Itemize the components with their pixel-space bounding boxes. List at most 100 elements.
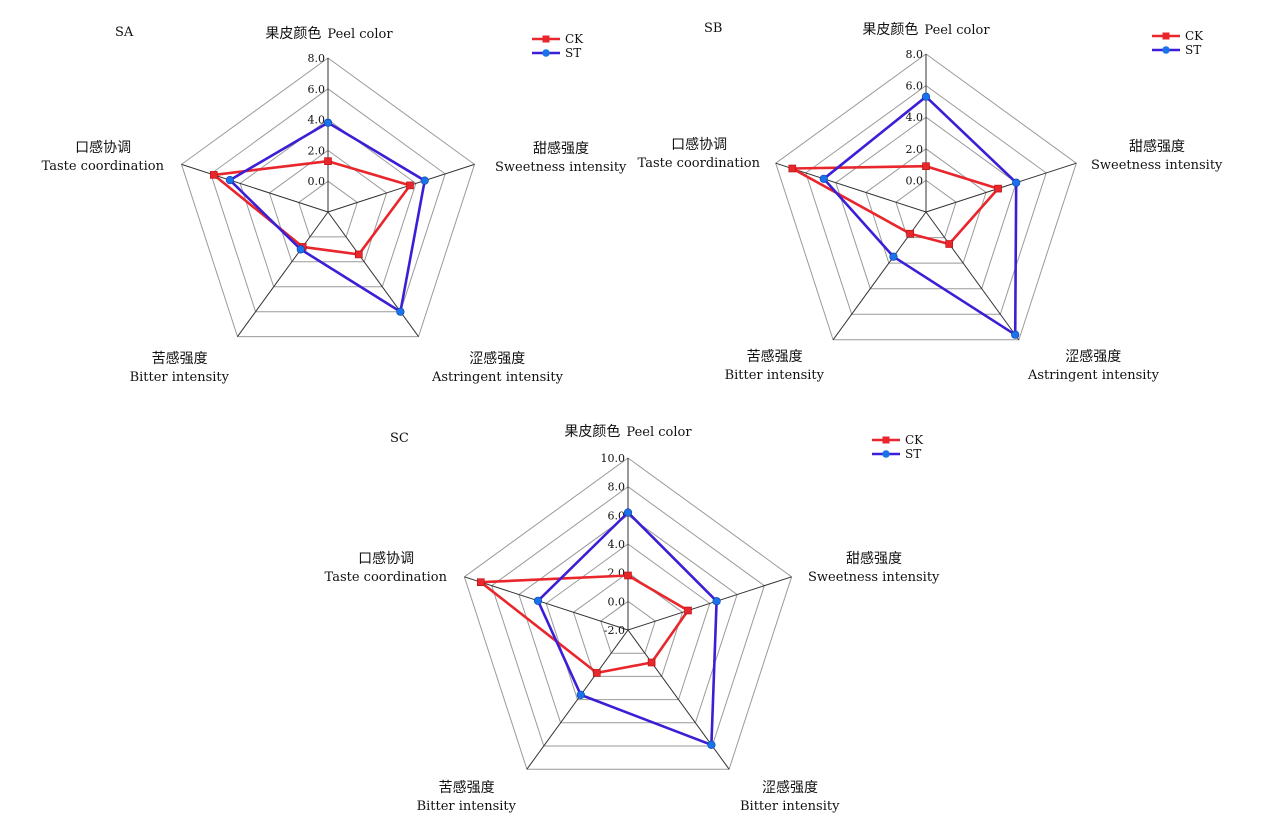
tick-label: 4.0: [608, 538, 626, 551]
data-point-st: [296, 245, 305, 254]
axis-label-cn: 甜感强度: [1129, 138, 1185, 155]
data-point-ck: [592, 669, 601, 677]
tick-label: 6.0: [906, 80, 924, 93]
series-line-ck: [479, 574, 690, 675]
axis-spoke: [464, 576, 629, 631]
tick-label: 8.0: [608, 481, 626, 494]
axis-spoke: [627, 576, 792, 631]
axis-label-en: Sweetness intensity: [808, 570, 940, 585]
data-point-st: [396, 307, 405, 316]
series-line-ck: [790, 164, 1000, 246]
axis-label-cn: 苦感强度: [439, 779, 495, 796]
series-line-st: [536, 511, 718, 747]
grid-ring: [805, 84, 1047, 315]
legend-label-st: ST: [1185, 43, 1201, 57]
legend-label-ck: CK: [905, 433, 924, 447]
axis-label-en: Sweetness intensity: [1091, 158, 1223, 173]
axis-spoke: [327, 211, 419, 337]
grid-ring: [775, 53, 1077, 341]
data-point-ck: [906, 229, 915, 238]
axis-label: 果皮颜色 Peel color: [862, 21, 990, 38]
grid-ring: [572, 572, 684, 677]
axis-spoke: [327, 163, 475, 213]
data-point-st: [921, 92, 931, 101]
tick-label: 4.0: [308, 114, 326, 127]
axis-label-cn: 苦感强度: [747, 348, 803, 365]
axis-label: 果皮颜色 Peel color: [265, 25, 393, 42]
data-point-ck: [922, 162, 930, 170]
data-point-ck: [788, 164, 797, 173]
axis-label-en: Astringent intensity: [431, 370, 564, 385]
grid-ring: [545, 543, 711, 701]
axis-label-cn: 涩感强度: [469, 350, 525, 367]
legend-marker-ck: [882, 436, 890, 444]
data-point-st: [225, 176, 234, 185]
axis-label-en: Astringent intensity: [1027, 368, 1160, 383]
axis-label-en: Taste coordination: [42, 159, 165, 174]
data-point-st: [707, 740, 716, 749]
axis-label-en: Bitter intensity: [417, 799, 517, 814]
data-point-ck: [324, 157, 332, 165]
grid-ring: [180, 57, 476, 338]
axis-label-cn: 果皮颜色: [564, 423, 620, 440]
axis-spoke: [237, 211, 329, 337]
axis-label-cn: 苦感强度: [152, 350, 208, 367]
axis-label-en: Taste coordination: [638, 156, 761, 171]
grid-ring: [210, 88, 446, 313]
data-point-st: [819, 174, 828, 183]
tick-label: 2.0: [608, 567, 626, 580]
panel-title: SA: [115, 25, 134, 40]
grid-ring: [298, 180, 358, 238]
data-point-st: [1012, 178, 1021, 187]
data-point-st: [533, 596, 543, 605]
axis-label-cn: 甜感强度: [533, 140, 589, 157]
tick-label: 8.0: [906, 48, 924, 61]
axis-label-en: Bitter intensity: [725, 368, 825, 383]
axis-label-en: Bitter intensity: [130, 370, 230, 385]
data-point-ck: [647, 658, 656, 667]
axis-label-cn: 果皮颜色: [862, 21, 918, 38]
grid-ring: [491, 486, 765, 747]
data-point-st: [420, 176, 429, 185]
axis-spoke: [526, 629, 629, 770]
data-point-ck: [624, 571, 632, 580]
axis-label-cn: 口感协调: [358, 550, 414, 567]
tick-label: 6.0: [308, 83, 326, 96]
data-point-st: [576, 690, 585, 700]
axis-label-cn: 果皮颜色: [265, 25, 321, 42]
legend-label-st: ST: [905, 447, 921, 461]
data-point-ck: [945, 240, 954, 248]
legend-label-ck: CK: [565, 32, 584, 46]
axis-label-cn: 涩感强度: [1065, 348, 1121, 365]
tick-label: 2.0: [308, 144, 326, 157]
data-point-st: [323, 118, 333, 127]
axis-label-cn: 涩感强度: [762, 779, 818, 796]
grid-ring: [518, 514, 738, 724]
tick-label: 0.0: [308, 175, 326, 188]
axis-spoke: [181, 163, 329, 213]
grid-ring: [835, 116, 1017, 290]
axis-label-cn: 甜感强度: [846, 550, 902, 567]
tick-label: -2.0: [604, 624, 625, 637]
legend-marker-st: [882, 450, 890, 458]
grid-ring: [865, 148, 987, 264]
data-point-ck: [476, 578, 485, 587]
data-point-st: [623, 508, 633, 517]
series-line-ck: [212, 159, 412, 256]
axis-label-en: Peel color: [924, 23, 990, 38]
panel-title: SB: [704, 21, 722, 36]
legend-marker-st: [542, 49, 550, 57]
data-point-ck: [684, 606, 692, 615]
axis-spoke: [775, 162, 927, 213]
data-point-st: [712, 597, 721, 606]
series-line-st: [228, 121, 427, 314]
axis-label-en: Peel color: [327, 27, 393, 42]
tick-label: 6.0: [608, 509, 626, 522]
series-line-st: [822, 95, 1018, 337]
axis-label-en: Taste coordination: [325, 570, 448, 585]
grid-ring: [239, 118, 417, 288]
